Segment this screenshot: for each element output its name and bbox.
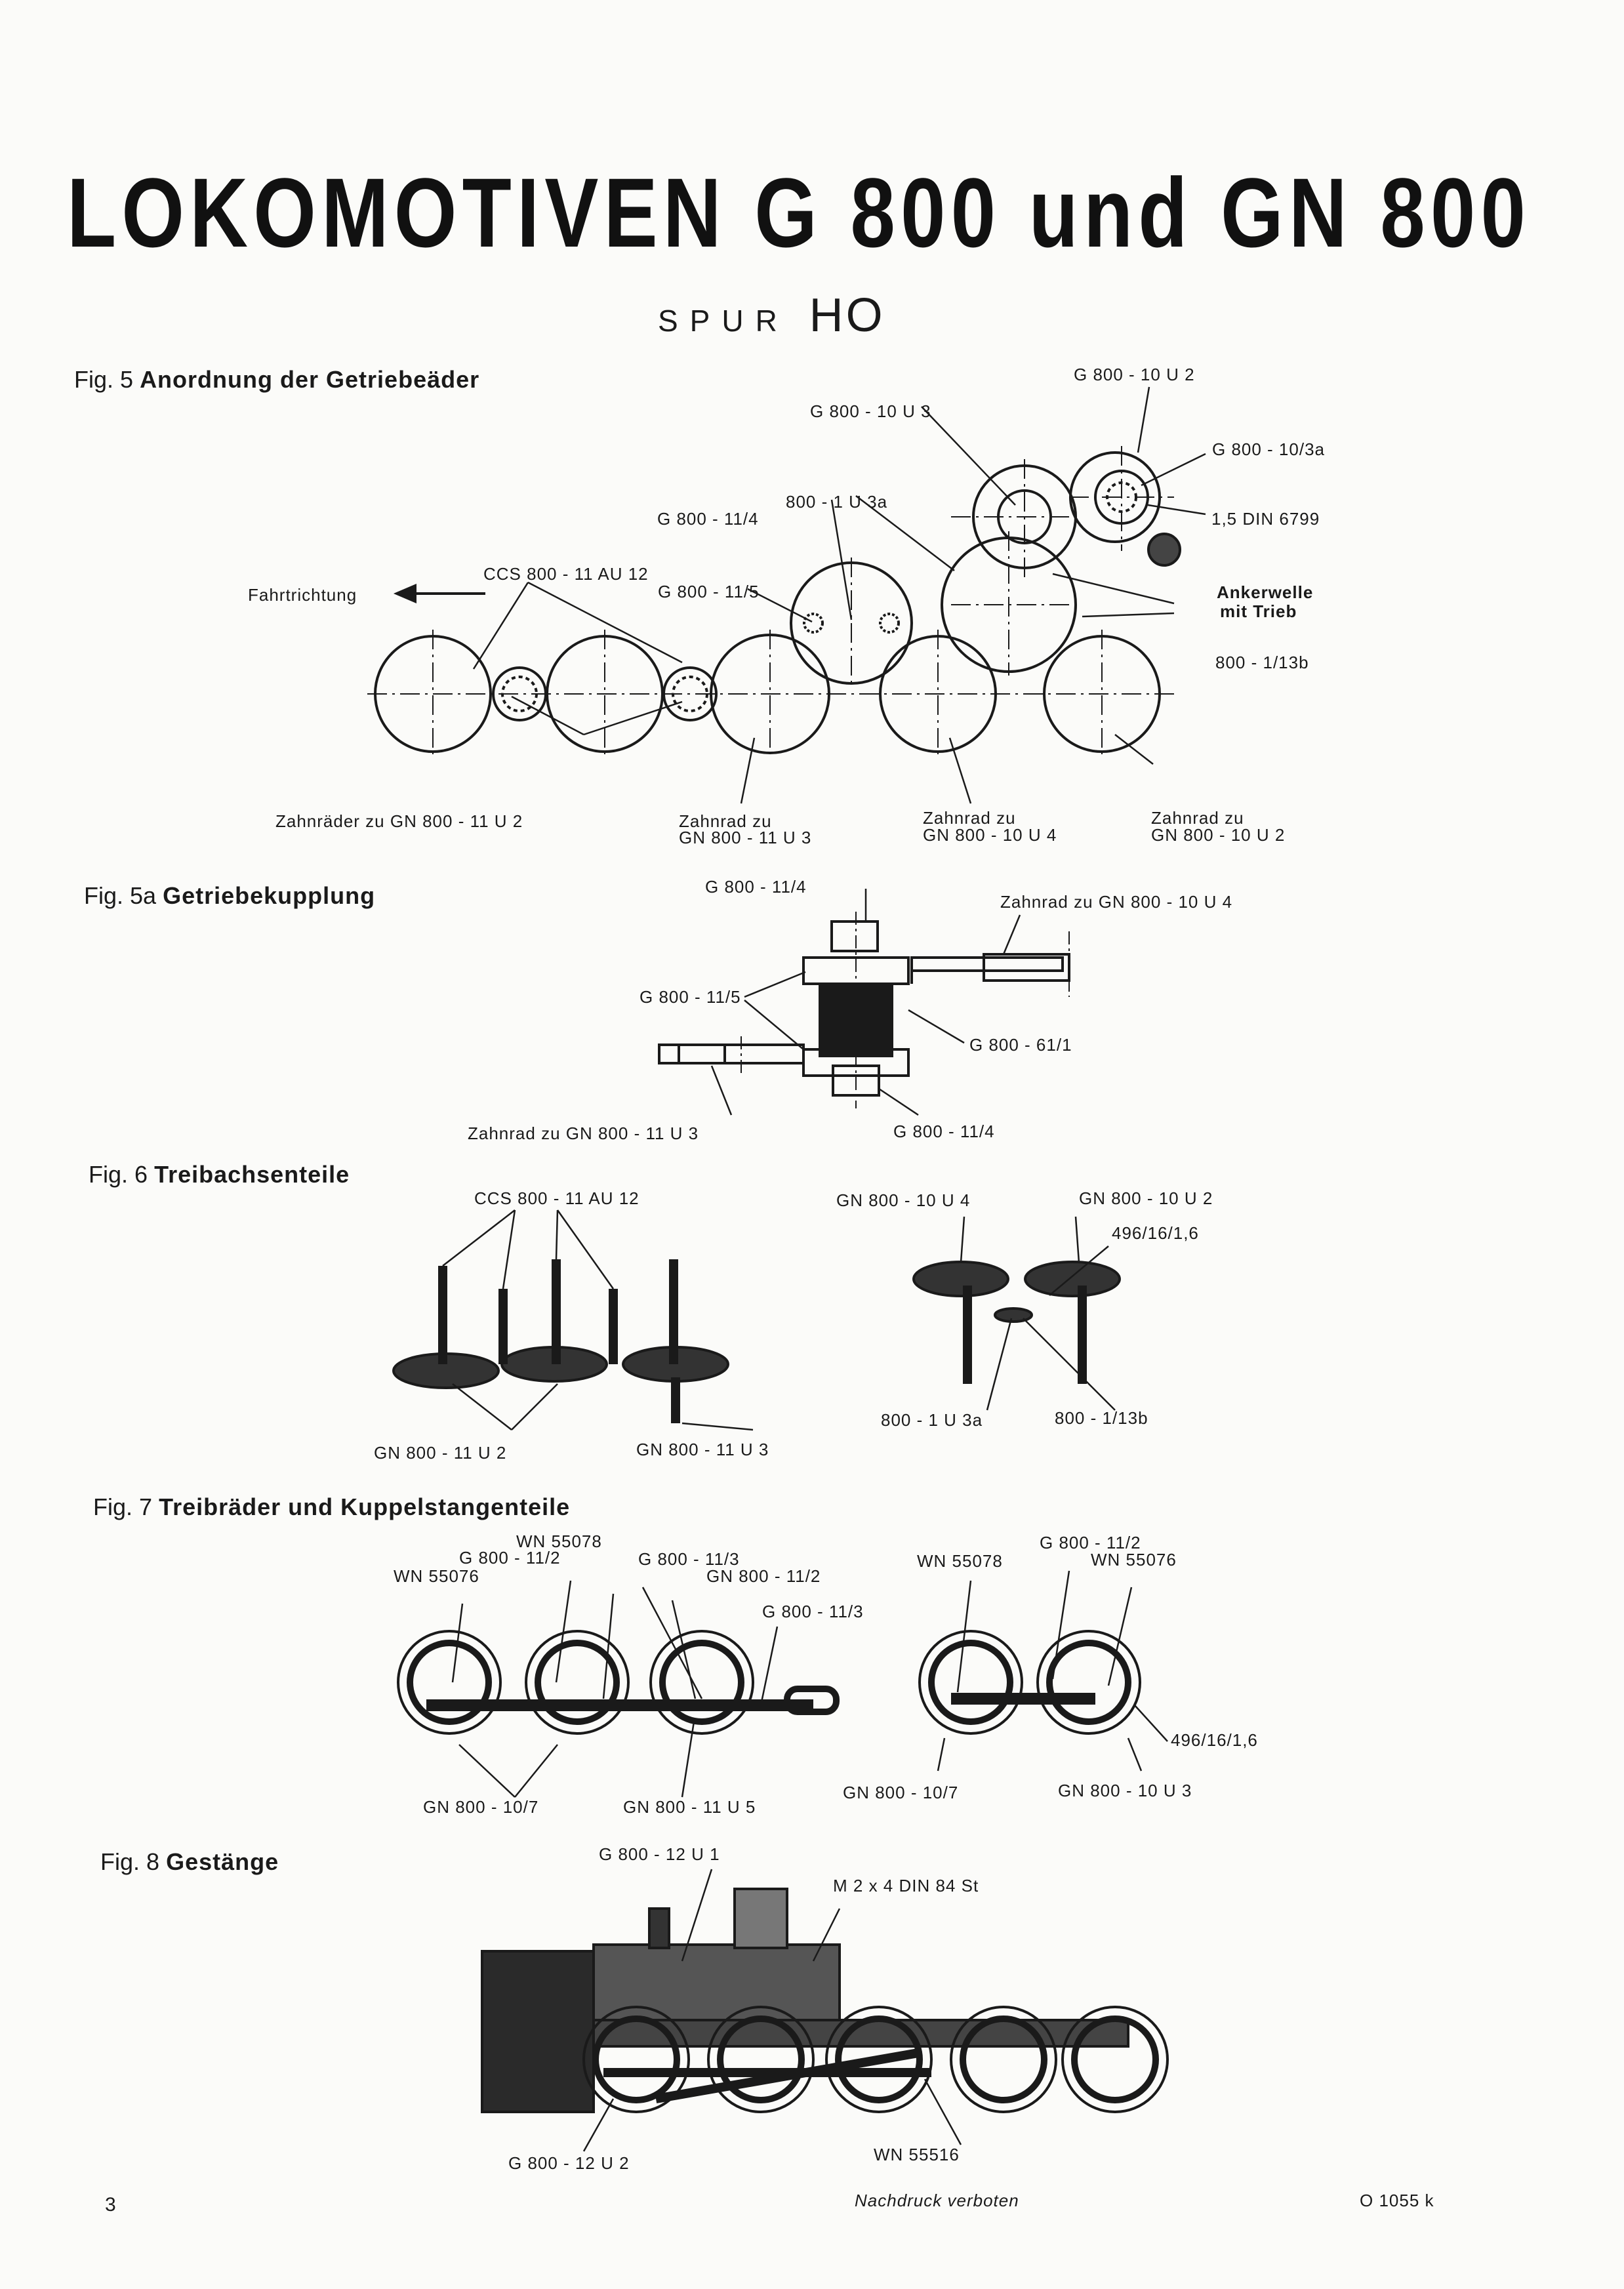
fig6-caption: Fig. 6 Treibachsenteile — [89, 1161, 350, 1188]
label: G 800 - 11/2 — [1040, 1533, 1141, 1552]
fig8-title: Gestänge — [166, 1848, 279, 1875]
label: mit Trieb — [1220, 601, 1297, 621]
label: G 800 - 11/3 — [762, 1602, 864, 1621]
label: M 2 x 4 DIN 84 St — [833, 1876, 979, 1895]
fig5a-prefix: Fig. 5a — [84, 882, 157, 909]
fig6-title: Treibachsenteile — [154, 1161, 350, 1188]
label: G 800 - 12 U 2 — [508, 2153, 630, 2173]
label: G 800 - 11/2 — [459, 1548, 561, 1568]
label: G 800 - 10 U 2 — [1074, 365, 1195, 384]
label: Zahnrad zu GN 800 - 11 U 3 — [468, 1124, 699, 1143]
fig8-caption: Fig. 8 Gestänge — [100, 1848, 279, 1876]
label: Zahnräder zu GN 800 - 11 U 2 — [275, 811, 523, 831]
label: G 800 - 11/5 — [639, 987, 741, 1007]
label: CCS 800 - 11 AU 12 — [483, 564, 649, 584]
fig5a-caption: Fig. 5a Getriebekupplung — [84, 882, 375, 910]
label: G 800 - 11/5 — [658, 582, 760, 601]
gauge-subtitle: SPUR HO — [658, 289, 885, 342]
label: G 800 - 11/4 — [705, 877, 807, 897]
label: 800 - 1 U 3a — [881, 1410, 983, 1430]
label: GN 800 - 11 U 3 — [636, 1440, 769, 1459]
label: Zahnrad zu GN 800 - 10 U 4 — [1000, 892, 1233, 912]
label: GN 800 - 11 U 5 — [623, 1797, 756, 1817]
label: Ankerwelle — [1217, 582, 1314, 602]
fig8-locomotive-mechanism — [481, 1869, 1169, 2152]
label: GN 800 - 10/7 — [843, 1783, 959, 1802]
label: G 800 - 11/4 — [893, 1122, 995, 1141]
gauge-word: SPUR — [658, 304, 789, 338]
label: WN 55078 — [917, 1551, 1003, 1571]
label: 496/16/1,6 — [1112, 1223, 1199, 1243]
label: G 800 - 10/3a — [1212, 439, 1325, 459]
label: 800 - 1/13b — [1215, 653, 1309, 672]
label: WN 55516 — [874, 2145, 960, 2164]
label: WN 55078 — [516, 1531, 602, 1551]
fig5a-title: Getriebekupplung — [163, 882, 376, 909]
label: WN 55076 — [394, 1566, 479, 1586]
fig5a-coupling — [658, 889, 1070, 1116]
label: GN 800 - 10 U 4 — [836, 1190, 971, 1210]
label: GN 800 - 10 U 2 — [1151, 825, 1286, 845]
label: GN 800 - 10/7 — [423, 1797, 539, 1817]
fig5-prefix: Fig. 5 — [74, 366, 134, 393]
label: GN 800 - 10 U 2 — [1079, 1188, 1213, 1208]
label: GN 800 - 10 U 3 — [1058, 1781, 1192, 1800]
fig7-prefix: Fig. 7 — [93, 1493, 153, 1520]
gauge-value: HO — [809, 289, 885, 342]
label: G 800 - 61/1 — [969, 1035, 1072, 1055]
label: G 800 - 10 U 3 — [810, 401, 931, 421]
fig5-title: Anordnung der Getriebeäder — [140, 366, 480, 393]
label: GN 800 - 11/2 — [706, 1566, 821, 1586]
label: Zahnrad zu — [923, 808, 1016, 828]
fig6-axles — [392, 1209, 1121, 1431]
fig6-prefix: Fig. 6 — [89, 1161, 148, 1188]
label: GN 800 - 10 U 4 — [923, 825, 1057, 845]
page-title: LOKOMOTIVEN G 800 und GN 800 — [67, 157, 1532, 268]
fig5-gear-train — [367, 386, 1206, 804]
label: GN 800 - 11 U 2 — [374, 1443, 507, 1463]
label: CCS 800 - 11 AU 12 — [474, 1188, 639, 1208]
label: WN 55076 — [1091, 1550, 1177, 1570]
label: G 800 - 12 U 1 — [599, 1844, 720, 1864]
label: 800 - 1 U 3a — [786, 492, 888, 512]
footer-notice: Nachdruck verboten — [855, 2191, 1019, 2210]
fig8-prefix: Fig. 8 — [100, 1848, 160, 1875]
label: Fahrtrichtung — [248, 585, 357, 605]
document-code: O 1055 k — [1360, 2191, 1434, 2210]
page-number: 3 — [105, 2194, 116, 2216]
fig7-caption: Fig. 7 Treibräder und Kuppelstangenteile — [93, 1493, 570, 1521]
label: Zahnrad zu — [679, 811, 772, 831]
label: Zahnrad zu — [1151, 808, 1244, 828]
label: G 800 - 11/4 — [657, 509, 759, 529]
fig7-wheels — [397, 1570, 1168, 1798]
label: 800 - 1/13b — [1055, 1408, 1148, 1428]
label: 496/16/1,6 — [1171, 1730, 1258, 1750]
fig7-title: Treibräder und Kuppelstangenteile — [159, 1493, 571, 1520]
label: 1,5 DIN 6799 — [1211, 509, 1320, 529]
fig5-caption: Fig. 5 Anordnung der Getriebeäder — [74, 366, 479, 394]
label: G 800 - 11/3 — [638, 1549, 740, 1569]
label: GN 800 - 11 U 3 — [679, 828, 812, 847]
